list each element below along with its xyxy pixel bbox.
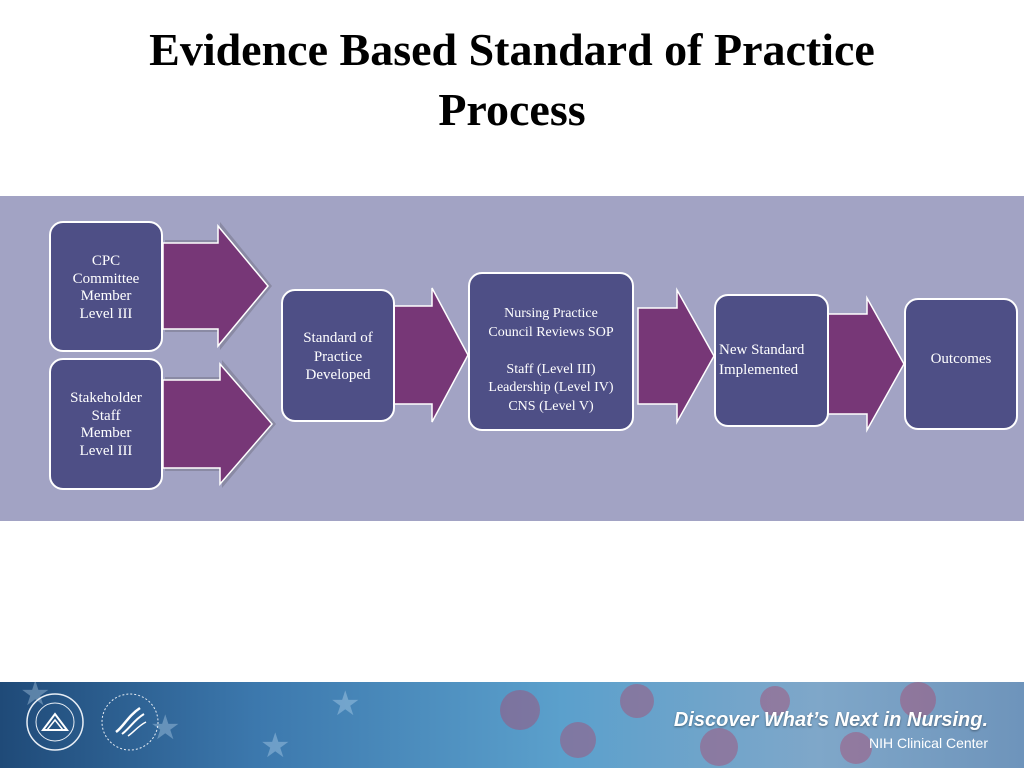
- box-nursing-practice-council: Nursing Practice Council Reviews SOP Sta…: [468, 272, 634, 431]
- star-decoration: ★: [260, 728, 291, 765]
- box-new-standard-implemented: New Standard Implemented: [714, 294, 829, 427]
- arrow-to-implemented: [637, 287, 715, 425]
- footer-banner: ★ ★ ★ ★ Discover What’s Next in Nursing.…: [0, 682, 1024, 768]
- nih-seal-icon: [26, 693, 84, 751]
- cell-decoration: [700, 728, 738, 766]
- cell-decoration: [900, 682, 936, 718]
- star-decoration: ★: [150, 710, 181, 747]
- box-cpc-committee-member: CPC Committee Member Level III: [49, 221, 163, 352]
- hhs-seal-icon: [101, 693, 159, 751]
- cell-decoration: [620, 684, 654, 718]
- arrow-to-outcomes: [827, 295, 905, 433]
- footer-tagline: Discover What’s Next in Nursing.: [673, 709, 988, 731]
- box-standard-of-practice-developed: Standard of Practice Developed: [281, 289, 395, 422]
- arrow-stakeholder: [162, 360, 276, 488]
- slide-title: Evidence Based Standard of Practice Proc…: [40, 20, 984, 140]
- star-decoration: ★: [330, 686, 361, 723]
- arrow-to-council: [392, 287, 469, 423]
- box-stakeholder-staff-member: Stakeholder Staff Member Level III: [49, 358, 163, 490]
- box-outcomes: Outcomes: [904, 298, 1018, 430]
- title-line-2: Process: [438, 84, 586, 135]
- star-decoration: ★: [20, 682, 51, 713]
- cell-decoration: [560, 722, 596, 758]
- arrow-cpc: [162, 222, 272, 350]
- cell-decoration: [760, 686, 790, 716]
- cell-decoration: [500, 690, 540, 730]
- cell-decoration: [840, 732, 872, 764]
- title-line-1: Evidence Based Standard of Practice: [149, 24, 875, 75]
- footer-org-name: NIH Clinical Center: [868, 735, 988, 751]
